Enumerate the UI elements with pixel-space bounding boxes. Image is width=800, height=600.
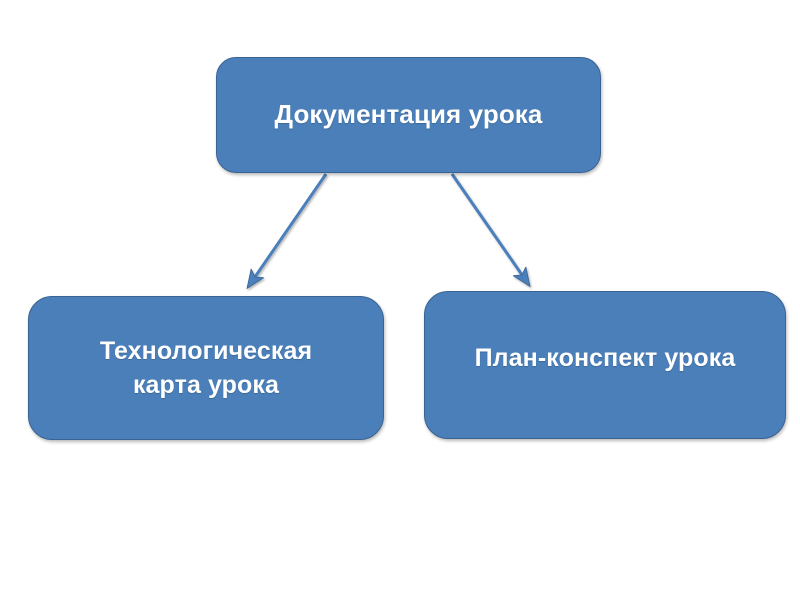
node-lesson-plan[interactable]: План-конспект урока [424,291,786,439]
connector-root-to-lesson-plan [450,173,529,285]
node-label-technological-map: Технологическая карта урока [99,337,313,399]
node-technological-map[interactable]: Технологическая карта урока [28,296,384,440]
node-label-lesson-plan: План-конспект урока [474,344,736,372]
connector-root-to-tech-map [248,173,328,287]
node-documentation-root[interactable]: Документация урока [216,57,601,173]
node-label-root: Документация урока [274,99,543,130]
